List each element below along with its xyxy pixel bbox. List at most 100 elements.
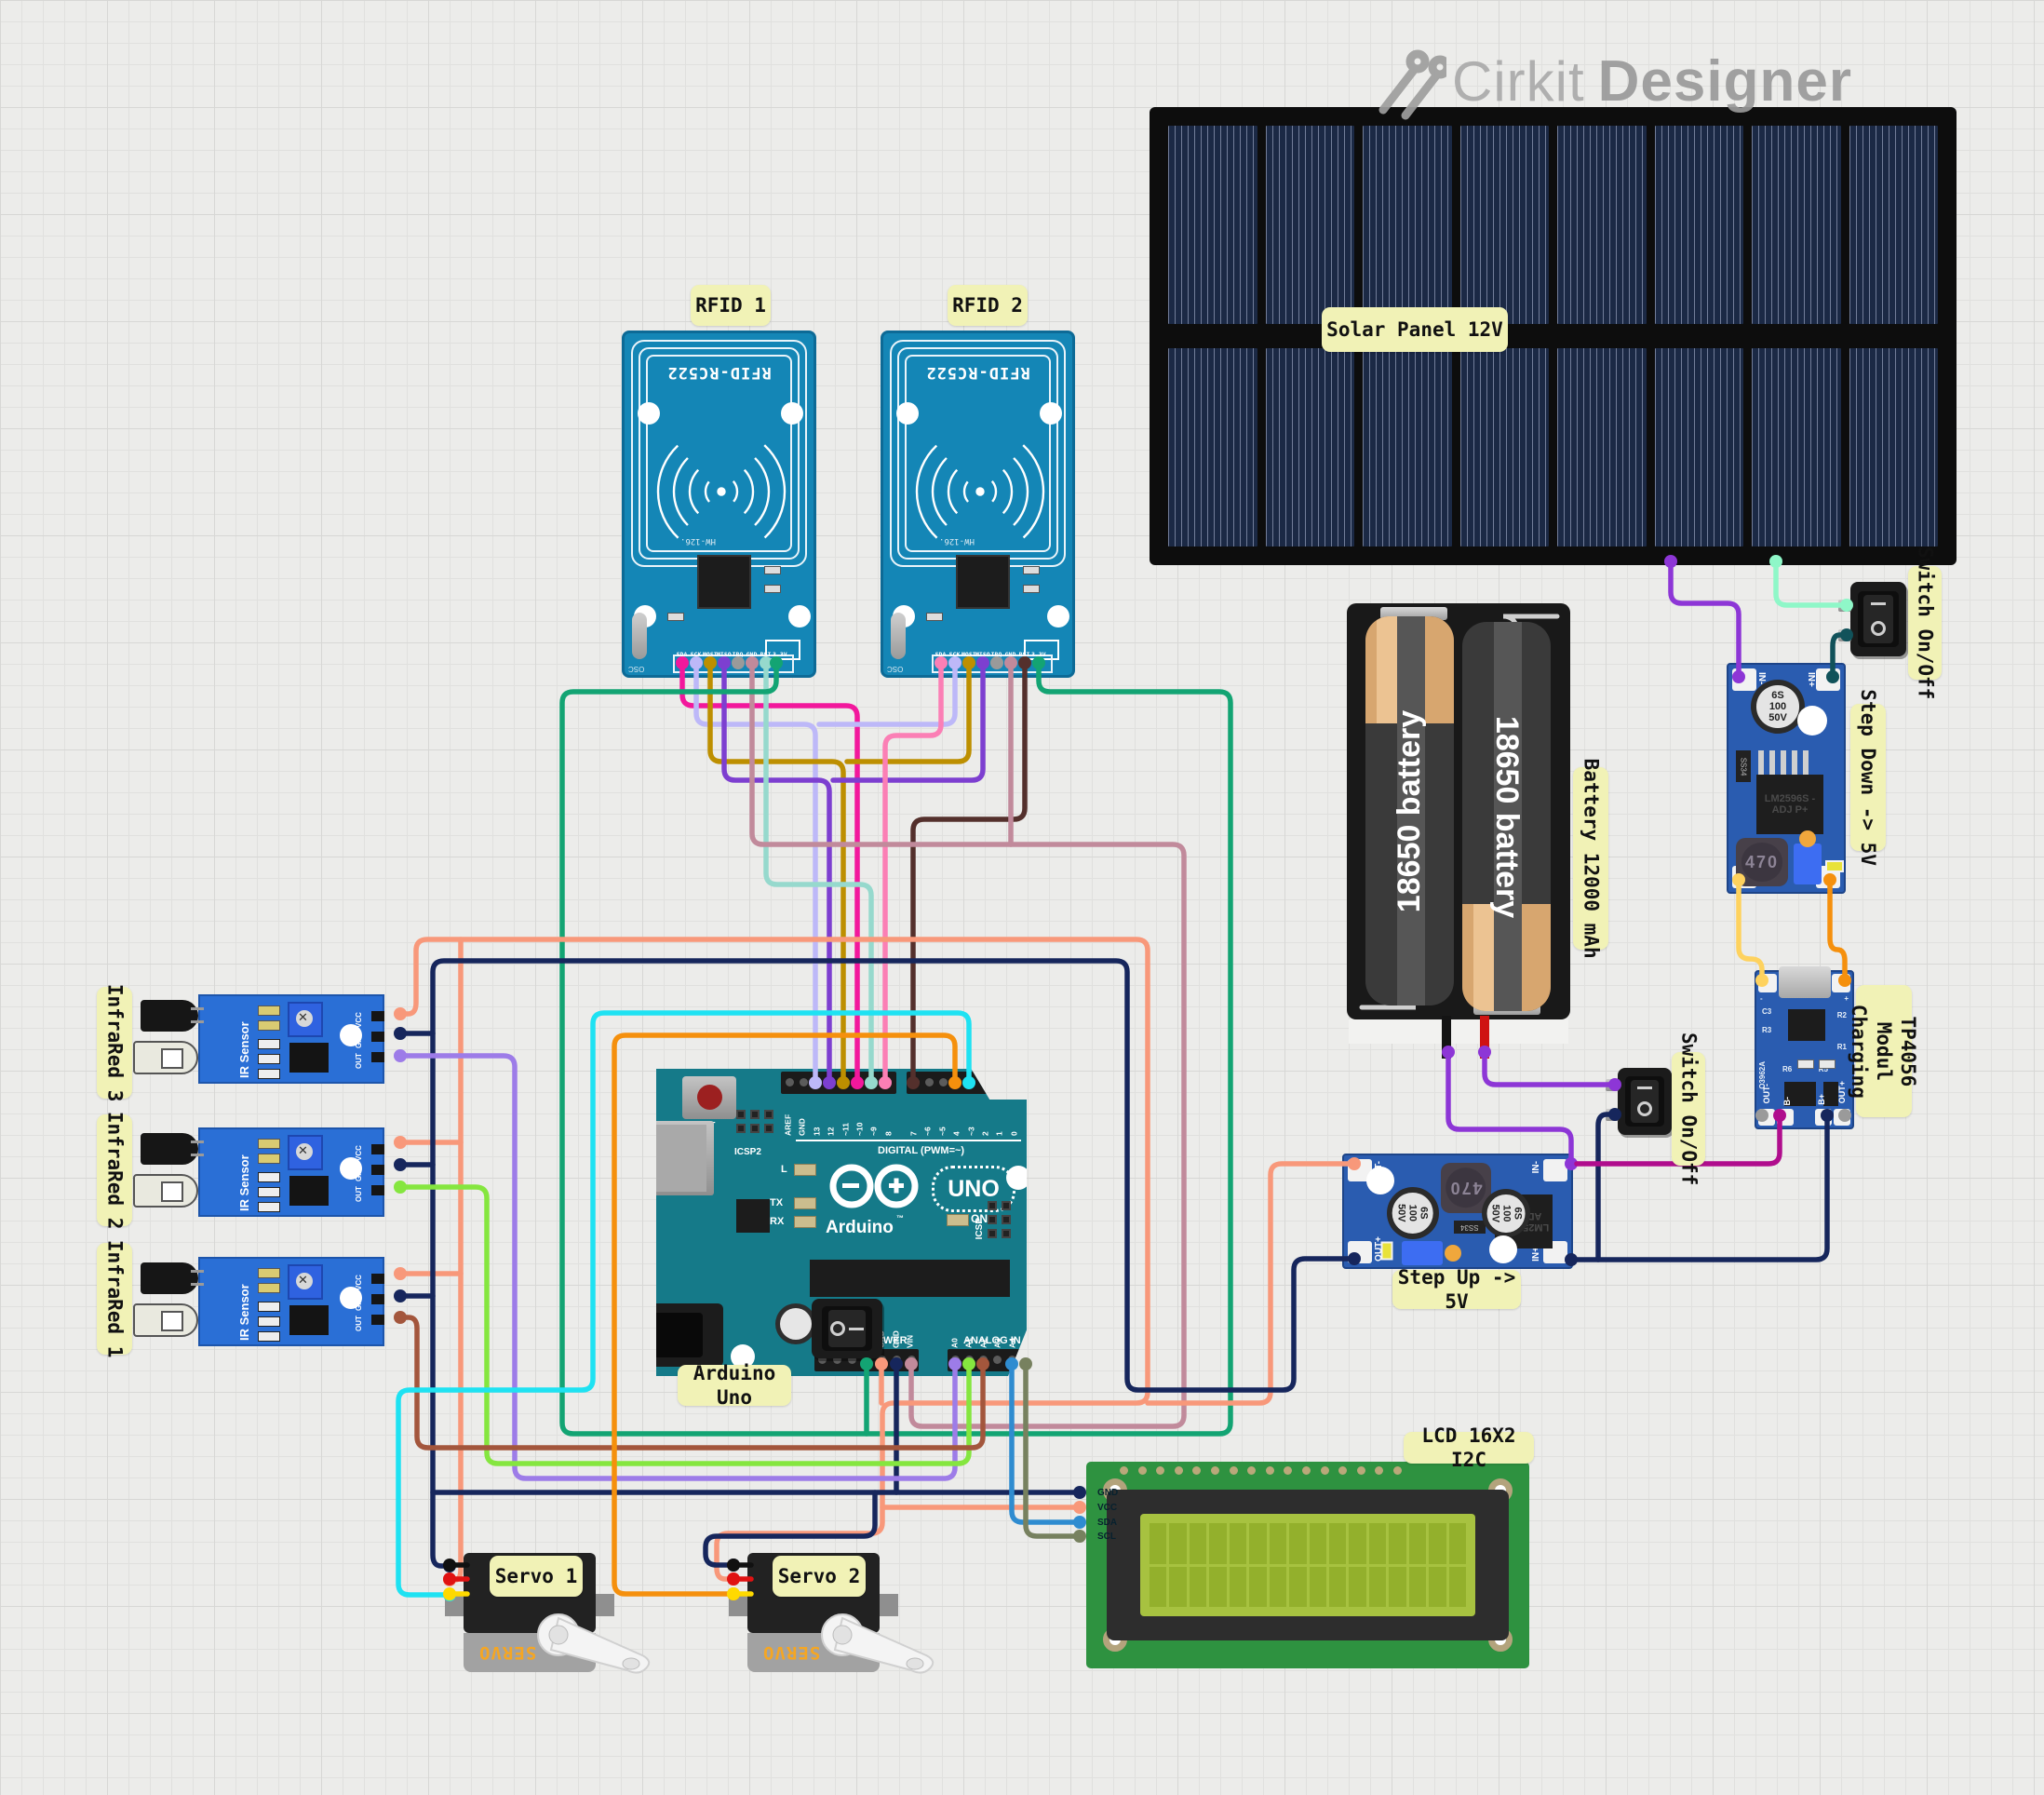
note-battery[interactable]: Battery 12000 mAh [1573,759,1608,958]
note-rfid2[interactable]: RFID 2 [948,285,1028,326]
wire-terminal[interactable] [1348,1157,1361,1170]
wire-terminal[interactable] [1073,1486,1086,1499]
wire-terminal[interactable] [865,1076,878,1089]
wire-rfid1-sda-to-d10[interactable] [679,660,860,1086]
note-stepdown[interactable]: Step Down -> 5V [1850,689,1886,866]
reset-button[interactable] [697,1085,722,1110]
wire-terminal[interactable] [1018,656,1031,669]
step-down-module[interactable]: IN- IN+ OUT- OUT+ 6S 100 50V SS34 LM2596… [1727,663,1846,894]
wire-terminal[interactable] [976,656,989,669]
note-rfid1[interactable]: RFID 1 [691,285,771,326]
note-switch1[interactable]: Switch On/Off [1908,547,1942,699]
wire-terminal[interactable] [443,1572,456,1586]
wire-terminal[interactable] [860,1357,873,1370]
wire-rfid2-miso-join[interactable] [830,660,986,783]
lcd-16x2-i2c[interactable]: GND VCC SDA SCL [1086,1462,1529,1668]
note-solar[interactable]: Solar Panel 12V [1322,307,1508,352]
wire-terminal[interactable] [690,656,703,669]
wire-rfid1-mosi-to-d11[interactable] [707,660,846,1086]
wire-terminal[interactable] [823,1076,836,1089]
wire-terminal[interactable] [746,656,759,669]
wire-terminal[interactable] [1608,1078,1621,1091]
wire-terminal[interactable] [1073,1501,1086,1514]
battery-holder-18650[interactable]: 18650 battery 18650 battery [1347,603,1570,1059]
wire-terminal[interactable] [1073,1530,1086,1543]
wire-terminal[interactable] [1840,628,1853,641]
wire-terminal[interactable] [1732,670,1745,683]
wire-terminal[interactable] [394,1158,407,1171]
note-arduino[interactable]: Arduino Uno [678,1362,791,1409]
wire-tp4056-bplus[interactable] [1568,1113,1830,1262]
unconnected-pin-dot[interactable] [1755,1109,1768,1122]
wire-terminal[interactable] [1442,1046,1455,1059]
wire-rfid-gnd-to-vin[interactable] [749,660,1187,1429]
wire-terminal[interactable] [1032,656,1045,669]
wire-terminal[interactable] [809,1076,822,1089]
wire-terminal[interactable] [875,1357,888,1370]
power-switch-arduino[interactable] [812,1299,882,1358]
wire-tp4056-bminus[interactable] [1574,1113,1782,1167]
wire-terminal[interactable] [1478,1046,1491,1059]
wire-terminal[interactable] [976,1357,989,1370]
wire-terminal[interactable] [727,1587,740,1600]
wire-terminal[interactable] [1565,1253,1578,1266]
wire-terminal[interactable] [1821,1109,1834,1122]
wire-terminal[interactable] [1004,656,1017,669]
wire-terminal[interactable] [1019,1357,1032,1370]
wire-rfid1-rst-to-d9[interactable] [763,660,874,1086]
wire-terminal[interactable] [1755,974,1768,987]
wire-terminal[interactable] [394,1289,407,1302]
wire-terminal[interactable] [837,1076,850,1089]
wire-navy-gnd-main[interactable] [430,958,1357,1569]
rfid-pin-header[interactable] [673,655,794,673]
wire-rfid2-rst-to-d7[interactable] [910,660,1028,1086]
note-ir1[interactable]: InfraRed 1 [97,1240,132,1357]
wire-terminal[interactable] [394,1181,407,1194]
wire-rfid1-sck-to-d13[interactable] [693,660,818,1086]
note-lcd[interactable]: LCD 16X2 I2C [1404,1424,1534,1471]
note-servo2[interactable]: Servo 2 [773,1556,866,1597]
wire-battery-pos[interactable] [1482,1049,1618,1087]
wire-a4-lcd-sda[interactable] [1009,1361,1083,1525]
wire-terminal[interactable] [962,1076,975,1089]
note-switch2[interactable]: Switch On/Off [1672,1032,1705,1185]
wire-terminal[interactable] [394,1007,407,1020]
wire-rfid2-mosi-join[interactable] [844,660,972,764]
wire-switch2-out[interactable] [1595,1112,1618,1262]
wire-ir3-out-a0[interactable] [397,1053,958,1481]
wire-terminal[interactable] [394,1027,407,1040]
wire-terminal[interactable] [879,1076,892,1089]
ir-sensor-2[interactable]: IR Sensor VCC GND OUT [133,1127,384,1217]
wire-d3-servo1-sig[interactable] [396,1010,972,1598]
rfid-pin-header[interactable] [932,655,1053,673]
wire-solar-minus[interactable] [1668,559,1741,680]
wire-terminal[interactable] [443,1587,456,1600]
wire-terminal[interactable] [851,1076,864,1089]
wire-salmon-vcc-main[interactable] [397,937,1150,1582]
wire-terminal[interactable] [948,656,961,669]
note-tp4056[interactable]: TP4056 Modul Charging [1849,985,1919,1117]
wire-solar-plus[interactable] [1773,559,1849,608]
wire-terminal[interactable] [718,656,731,669]
wire-terminal[interactable] [676,656,689,669]
wire-terminal[interactable] [1826,670,1839,683]
wire-terminal[interactable] [962,1357,975,1370]
wire-terminal[interactable] [770,656,783,669]
wire-ir2-out-a1[interactable] [397,1184,972,1466]
wire-rfid1-miso-to-d12[interactable] [721,660,832,1086]
wire-stepdown-out-minus[interactable] [1736,877,1765,983]
wire-terminal[interactable] [1073,1516,1086,1529]
note-ir2[interactable]: InfraRed 2 [97,1112,132,1229]
wire-switch1-out[interactable] [1830,632,1849,680]
wire-d4-servo2-sig[interactable] [612,1032,958,1597]
unconnected-pin-dot[interactable] [732,656,745,669]
note-servo1[interactable]: Servo 1 [490,1556,583,1597]
wire-rfid2-sda-to-d8[interactable] [882,660,944,1086]
wire-stepdown-out-plus[interactable] [1827,877,1848,983]
wire-terminal[interactable] [760,656,773,669]
unconnected-pin-dot[interactable] [990,656,1003,669]
wire-terminal[interactable] [1565,1157,1578,1170]
note-ir3[interactable]: InfraRed 3 [97,984,132,1101]
